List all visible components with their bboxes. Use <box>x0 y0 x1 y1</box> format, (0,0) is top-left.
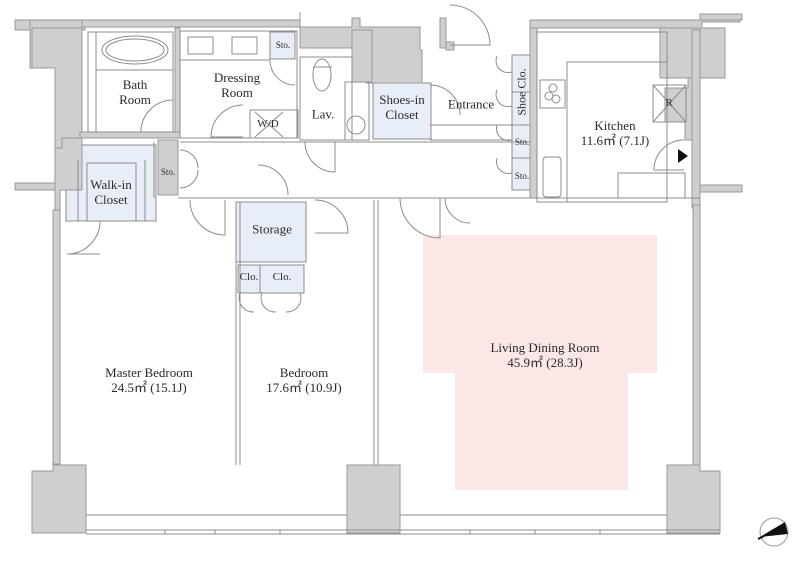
bedroom-area: 17.6㎡ (10.9J) <box>266 380 342 395</box>
entrance-arrow-icon <box>678 149 688 163</box>
kitchen-area: 11.6㎡ (7.1J) <box>580 133 650 148</box>
master-bedroom-name: Master Bedroom <box>105 365 193 380</box>
living-dining-room-area: 45.9㎡ (28.3J) <box>507 355 583 370</box>
master-bedroom-label: Master Bedroom 24.5㎡ (15.1J) <box>105 365 193 395</box>
kitchen-name: Kitchen <box>594 118 636 133</box>
lavatory-label: Lav. <box>311 106 335 122</box>
dressing-room-line1: Dressing <box>213 70 261 85</box>
bath-room-line2: Room <box>119 92 151 107</box>
storage-hall-1-label: Sto. <box>514 137 530 147</box>
bedroom-name: Bedroom <box>279 365 329 380</box>
shoes-in-closet-line1: Shoes-in <box>379 92 425 107</box>
living-highlight-area <box>423 235 657 490</box>
shoes-in-closet-line2: Closet <box>385 107 419 122</box>
bedroom-label: Bedroom 17.6㎡ (10.9J) <box>266 365 341 395</box>
storage-dressing-label: Sto. <box>275 40 291 50</box>
washer-dryer-label: W/D <box>257 118 279 130</box>
walk-in-closet-line1: Walk-in <box>90 177 132 192</box>
master-bedroom-area: 24.5㎡ (15.1J) <box>111 380 187 395</box>
kitchen-label: Kitchen 11.6㎡ (7.1J) <box>581 118 650 148</box>
living-dining-room-name: Living Dining Room <box>490 340 600 355</box>
bath-room-line1: Bath <box>122 77 148 92</box>
bath-room-label: Bath Room <box>119 77 151 107</box>
entrance-label: Entrance <box>447 96 495 112</box>
closet-1-label: Clo. <box>239 271 259 283</box>
closet-2-label: Clo. <box>272 271 292 283</box>
shoes-in-closet-label: Shoes-in Closet <box>379 92 425 122</box>
walls <box>14 12 743 534</box>
interior-lines <box>66 4 720 535</box>
dressing-room-label: Dressing Room <box>214 70 260 100</box>
storage-label: Storage <box>252 221 292 237</box>
living-dining-room-label: Living Dining Room 45.9㎡ (28.3J) <box>490 340 599 370</box>
walk-in-closet-line2: Closet <box>94 192 128 207</box>
shoe-closet-label: Shoe Clo. <box>514 68 529 116</box>
storage-hall-2-label: Sto. <box>514 171 530 181</box>
dressing-room-line2: Room <box>221 85 253 100</box>
storage-left-label: Sto. <box>160 167 176 177</box>
walk-in-closet-label: Walk-in Closet <box>90 177 132 207</box>
refrigerator-label: R <box>665 97 673 109</box>
north-arrow-icon <box>757 517 789 547</box>
